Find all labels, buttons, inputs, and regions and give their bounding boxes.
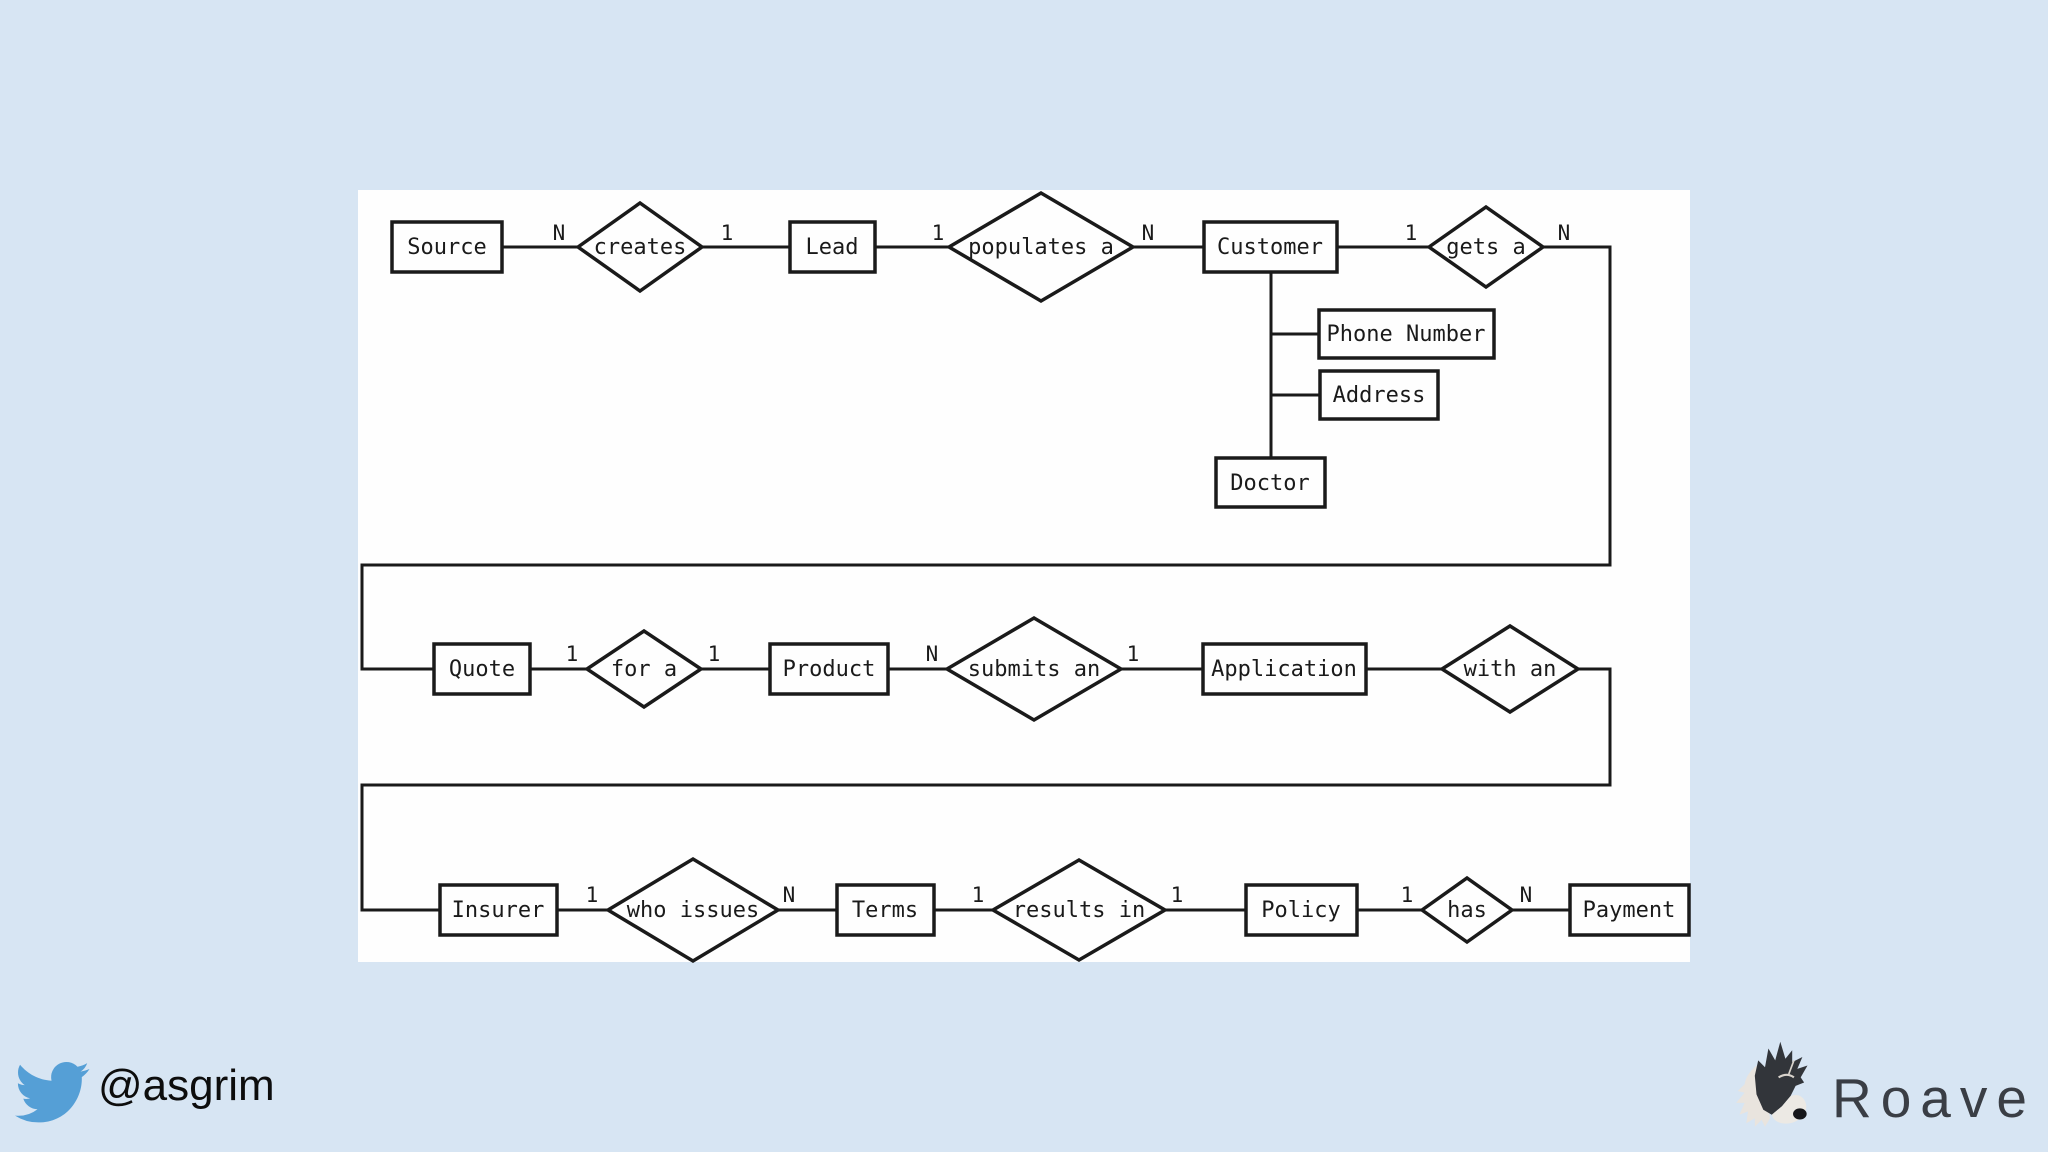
- entity-box: [390, 220, 504, 274]
- cardinality-label: N: [1142, 221, 1155, 245]
- relationship-populates-a: populates a: [945, 190, 1137, 304]
- line-withan-to-insurer: [360, 667, 1612, 912]
- wolf-logo-icon: [1736, 1041, 1808, 1127]
- twitter-icon: [15, 1061, 90, 1123]
- diagram-canvas: [358, 190, 1690, 962]
- attribute-address: Address: [1318, 369, 1440, 421]
- entity-box: [432, 642, 532, 696]
- relationship-label: populates a: [968, 235, 1114, 260]
- attribute-label: Address: [1333, 383, 1426, 408]
- entity-box: [768, 642, 890, 696]
- entity-terms: Terms: [835, 883, 936, 937]
- entity-payment: Payment: [1568, 883, 1691, 937]
- twitter-handle: @asgrim: [98, 1061, 275, 1110]
- entity-box: [1244, 883, 1359, 937]
- diamond-shape: [945, 190, 1137, 304]
- cardinality-labels: N 1 1 N 1 N 1 1 N 1 1 N 1 1 1 N: [553, 221, 1571, 907]
- entity-box: [1201, 642, 1368, 696]
- relationship-creates: creates: [574, 200, 706, 294]
- relationship-label: gets a: [1446, 235, 1525, 260]
- entity-label: Policy: [1261, 898, 1340, 923]
- entity-label: Lead: [806, 235, 859, 260]
- entity-box: [1202, 220, 1339, 274]
- relationship-label: has: [1447, 898, 1487, 923]
- cardinality-label: 1: [721, 221, 734, 245]
- connector-lines: [360, 245, 1612, 912]
- relationship-who-issues: who issues: [604, 856, 782, 964]
- relationship-label: results in: [1013, 898, 1145, 923]
- relationship-label: who issues: [627, 898, 759, 923]
- entity-box: [788, 220, 877, 274]
- diamond-shape: [1425, 204, 1547, 290]
- cardinality-label: 1: [1127, 642, 1140, 666]
- twitter-attribution: @asgrim: [15, 1061, 275, 1123]
- attribute-box: [1318, 369, 1440, 421]
- relationship-for-a: for a: [583, 628, 705, 710]
- relationship-with-an: with an: [1438, 623, 1582, 715]
- entity-quote: Quote: [432, 642, 532, 696]
- entity-box: [1568, 883, 1691, 937]
- entity-source: Source: [390, 220, 504, 274]
- entity-label: Customer: [1217, 235, 1323, 260]
- cardinality-label: 1: [932, 221, 945, 245]
- diamond-shape: [583, 628, 705, 710]
- cardinality-label: 1: [1171, 883, 1184, 907]
- entity-label: Product: [783, 657, 876, 682]
- diamond-shape: [1438, 623, 1582, 715]
- entity-policy: Policy: [1244, 883, 1359, 937]
- attribute-label: Phone Number: [1327, 322, 1486, 347]
- relationship-results-in: results in: [989, 857, 1169, 963]
- diamond-shape: [943, 615, 1125, 723]
- cardinality-label: 1: [566, 642, 579, 666]
- brand-name: Roave: [1832, 1067, 2036, 1129]
- relationship-label: submits an: [968, 657, 1100, 682]
- diamond-shape: [574, 200, 706, 294]
- attribute-phone-number: Phone Number: [1317, 308, 1496, 360]
- attribute-doctor: Doctor: [1214, 456, 1327, 509]
- relationship-label: creates: [594, 235, 687, 260]
- cardinality-label: 1: [708, 642, 721, 666]
- entity-label: Payment: [1583, 898, 1676, 923]
- cardinality-label: 1: [972, 883, 985, 907]
- cardinality-label: N: [1520, 883, 1533, 907]
- entity-label: Terms: [852, 898, 918, 923]
- entity-product: Product: [768, 642, 890, 696]
- cardinality-label: N: [783, 883, 796, 907]
- relationship-label: for a: [611, 657, 677, 682]
- entity-insurer: Insurer: [438, 883, 559, 937]
- attribute-box: [1317, 308, 1496, 360]
- entity-customer: Customer: [1202, 220, 1339, 274]
- relationship-label: with an: [1464, 657, 1557, 682]
- attribute-label: Doctor: [1230, 471, 1309, 496]
- cardinality-label: 1: [1401, 883, 1414, 907]
- entity-label: Quote: [449, 657, 515, 682]
- attribute-box: [1214, 456, 1327, 509]
- cardinality-label: N: [1558, 221, 1571, 245]
- entity-lead: Lead: [788, 220, 877, 274]
- entity-label: Application: [1211, 657, 1357, 682]
- diamond-shape: [1418, 875, 1516, 945]
- cardinality-label: N: [553, 221, 566, 245]
- diamond-shape: [604, 856, 782, 964]
- entity-box: [438, 883, 559, 937]
- relationship-has: has: [1418, 875, 1516, 945]
- relationship-gets-a: gets a: [1425, 204, 1547, 290]
- entity-label: Source: [407, 235, 486, 260]
- cardinality-label: 1: [1405, 221, 1418, 245]
- cardinality-label: N: [926, 642, 939, 666]
- entity-box: [835, 883, 936, 937]
- diamond-shape: [989, 857, 1169, 963]
- line-gets-to-quote: [360, 245, 1612, 671]
- entity-label: Insurer: [452, 898, 545, 923]
- roave-attribution: Roave: [1736, 1041, 2036, 1129]
- entity-application: Application: [1201, 642, 1368, 696]
- relationship-submits-an: submits an: [943, 615, 1125, 723]
- cardinality-label: 1: [586, 883, 599, 907]
